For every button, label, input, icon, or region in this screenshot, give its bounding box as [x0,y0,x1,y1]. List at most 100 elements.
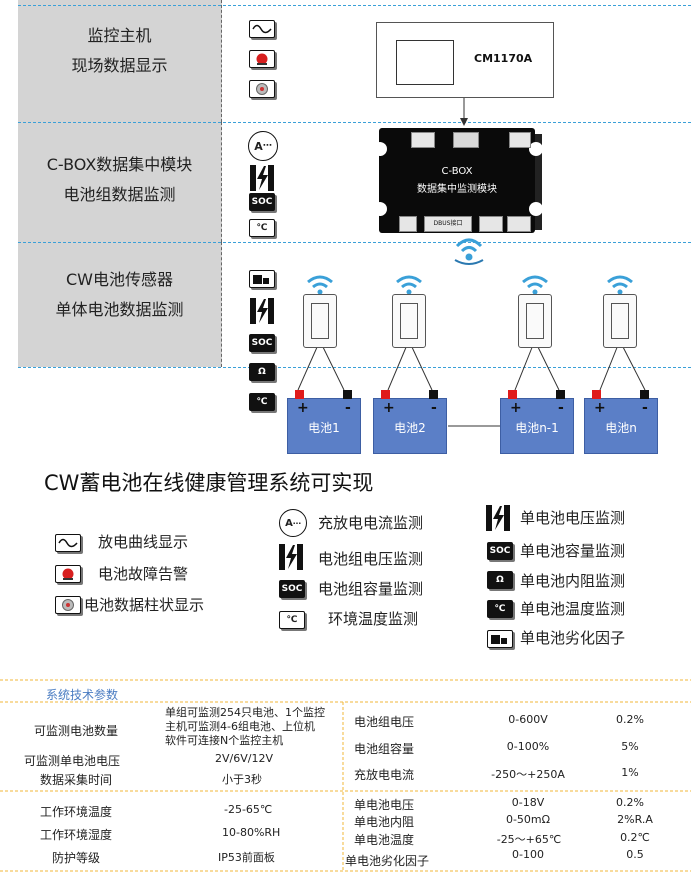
legend-ohm-glyph: Ω [496,575,504,585]
soc-glyph-2: SOC [251,338,273,348]
legend-cell-lightning-icon [486,505,510,531]
temperature-icon-layer2: ℃ [249,219,275,237]
cbox-title: C-BOX [441,166,473,177]
cbox-dbus-label: DBUS接口 [433,220,463,227]
legend-cell-soc-icon: SOC [487,542,513,560]
sensor-wifi-3 [522,275,548,295]
layer-sensor-line2: 单体电池数据监测 [55,300,184,319]
spec-range-group-capacity: 0-100% [506,740,550,753]
spec-label-protection: 防护等级 [52,851,101,865]
waveform-icon [249,20,275,38]
spec-label-cell-voltage-r: 单电池电压 [354,798,415,812]
battery-cell-1: + - 电池1 [287,390,361,454]
cbox-wifi-icon [454,238,484,265]
battery-n-1-plus: + [510,400,522,416]
spec-accuracy-cell-resistance: 2%R.A [617,813,653,826]
spec-value-sample-time: 小于3秒 [222,773,262,786]
spec-value-protection: IP53前面板 [218,851,275,864]
legend-bar-display-icon [55,596,81,614]
temp-glyph-2: ℃ [256,397,268,407]
monitor-host: CM1170A [376,22,554,98]
cell-sensor-3 [518,294,552,348]
monitor-screen [396,40,454,85]
battery-1-negative-terminal [343,390,352,399]
spec-accuracy-group-voltage: 0.2% [616,713,644,726]
sensor-wifi-2 [396,275,422,295]
legend-alarm-light-icon [55,565,81,583]
cbox-port-top-1 [411,132,435,148]
spec-value-battery-count: 单组可监测254只电池、1个监控主机可监测4-6组电池、上位机软件可连接N个监控… [165,706,325,747]
spec-range-group-voltage: 0-600V [508,713,548,726]
layer-sensor-line1: CW电池传感器 [66,270,173,289]
legend-cell-temp-glyph: ℃ [494,604,506,614]
legend-charge-current: 充放电电流监测 [318,514,424,532]
spec-label-battery-count: 可监测电池数量 [34,724,119,738]
specs-title: 系统技术参数 [46,688,119,702]
spec-label-sample-time: 数据采集时间 [40,773,113,787]
spec-label-cell-temp: 单电池温度 [354,833,415,847]
legend-cell-voltage: 单电池电压监测 [520,509,626,527]
sensor-4-slot [611,303,629,339]
legend-ammeter-glyph: A [285,517,293,529]
spec-label-cell-voltage: 可监测单电池电压 [24,754,121,768]
battery-2-label: 电池2 [394,421,426,435]
sensor-wifi-4 [607,275,633,295]
cbox-mount-hole-br [529,202,543,216]
legend-temperature-icon: ℃ [279,611,305,629]
legend-bar-display: 电池数据柱状显示 [84,596,205,614]
legend-discharge-curve: 放电曲线显示 [98,533,189,551]
cell-sensor-4 [603,294,637,348]
legend-battery-cell-icon [487,630,513,648]
spec-label-charge-current: 充放电电流 [354,768,415,782]
layer-sensor-box [18,242,222,367]
cbox-port-bottom-3 [479,216,503,232]
sensor-1-slot [311,303,329,339]
spec-value-env-humidity: 10-80%RH [222,826,281,839]
battery-n-plus: + [594,400,606,416]
ohm-glyph-1: Ω [258,367,266,377]
cbox-module: C-BOX 数据集中监测模块 DBUS接口 [373,128,543,233]
specs-table-lines [0,679,691,872]
legend-cell-capacity: 单电池容量监测 [520,542,626,560]
divider-1 [18,122,691,123]
monitor-cbox-connector [460,98,468,126]
layer-cbox-label: C-BOX数据集中模块 电池组数据监测 [18,150,221,210]
cell-sensor-2 [392,294,426,348]
soc-icon-layer2: SOC [249,193,275,211]
sensor-3-slot [526,303,544,339]
legend-cell-degradation: 单电池劣化因子 [520,629,626,647]
cbox-port-top-2 [453,132,479,148]
legend-soc-icon: SOC [279,580,305,598]
lightning-icon-layer3 [250,298,274,324]
spec-accuracy-group-capacity: 5% [621,740,639,753]
lightning-icon [250,165,274,191]
cbox-subtitle: 数据集中监测模块 [417,184,497,195]
spec-accuracy-charge-current: 1% [621,766,639,779]
battery-n-negative-terminal [640,390,649,399]
battery-cell-icon [249,270,275,288]
spec-value-env-temp: -25-65℃ [224,803,273,816]
battery-n-positive-terminal [592,390,601,399]
spec-value-cell-voltage: 2V/6V/12V [215,752,273,765]
spec-range-cell-temp: -25～+65℃ [496,833,562,846]
legend-temp-glyph: ℃ [286,615,298,625]
ohm-icon-layer3: Ω [249,363,275,381]
ammeter-glyph: A [254,139,263,153]
cbox-port-top-3 [509,132,531,148]
spec-label-cell-degradation: 单电池劣化因子 [345,854,430,868]
battery-2-positive-terminal [381,390,390,399]
soc-icon-layer3: SOC [249,334,275,352]
cbox-mount-hole-tr [529,142,543,156]
legend-soc-glyph: SOC [281,584,303,594]
legend-waveform-icon [55,534,81,552]
legend-cell-temperature-icon: ℃ [487,600,513,618]
cbox-port-bottom-2: DBUS接口 [424,216,472,232]
battery-n-1-label: 电池n-1 [515,421,559,435]
legend-cell-temp: 单电池温度监测 [520,600,626,618]
alarm-light-icon [249,50,275,68]
battery-cell-n-1: + - 电池n-1 [500,390,574,454]
legend-env-temp: 环境温度监测 [328,610,419,628]
battery-1-positive-terminal [295,390,304,399]
top-divider [18,5,691,6]
layer-monitor-box [18,0,222,122]
